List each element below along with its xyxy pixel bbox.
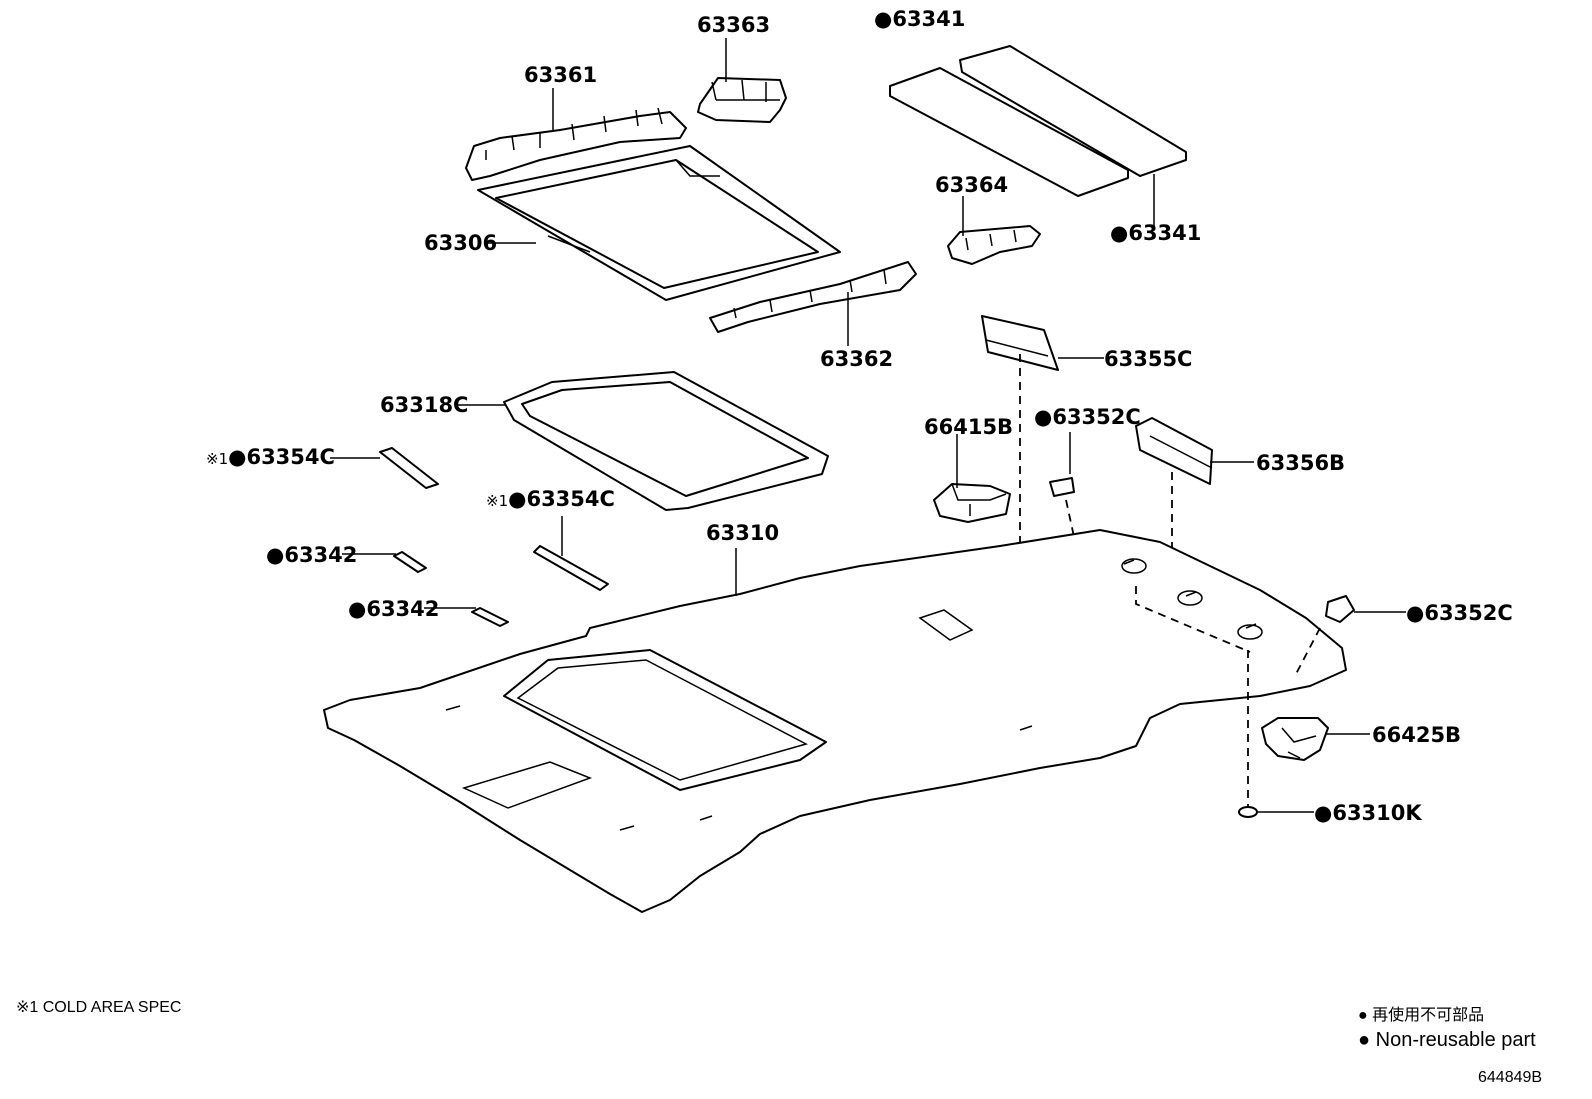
label-63341-top: ●63341 — [874, 7, 965, 31]
label-63310: 63310 — [706, 521, 779, 545]
part-63310-headliner-drawing — [323, 529, 1347, 913]
label-63364: 63364 — [935, 173, 1008, 197]
part-63354C-left-drawing — [379, 447, 439, 489]
cold-area-note: ※1 COLD AREA SPEC — [16, 999, 181, 1016]
label-63342-upper: ●63342 — [266, 543, 357, 567]
label-63363: 63363 — [697, 13, 770, 37]
label-63356B: 63356B — [1256, 451, 1345, 475]
label-63362: 63362 — [820, 347, 893, 371]
bullet-icon: ● — [1034, 405, 1052, 429]
part-66425B-drawing — [1261, 717, 1329, 761]
cold-area-mark: ※1 — [206, 450, 228, 468]
label-63352C-upper: ●63352C — [1034, 405, 1141, 429]
part-63361-drawing — [465, 107, 687, 181]
label-63354C-left: ※1●63354C — [206, 445, 335, 469]
part-63310K-drawing — [1238, 806, 1258, 818]
cold-area-mark: ※1 — [486, 492, 508, 510]
part-63352C-right-drawing — [1325, 595, 1355, 623]
part-63364-drawing — [947, 225, 1041, 265]
label-63306: 63306 — [424, 231, 497, 255]
part-63342-lower-drawing — [471, 607, 509, 627]
bullet-icon: ● — [874, 7, 892, 31]
part-63318C-drawing — [503, 371, 829, 511]
label-63352C-right: ●63352C — [1406, 601, 1513, 625]
part-63355C-drawing — [981, 315, 1059, 371]
part-63306-drawing — [477, 145, 841, 301]
label-63354C-mid: ※1●63354C — [486, 487, 615, 511]
legend-non-reusable-ja: ● 再使用不可部品 — [1358, 1006, 1484, 1024]
bullet-icon: ● — [266, 543, 284, 567]
part-63362-drawing — [709, 261, 917, 333]
label-63361: 63361 — [524, 63, 597, 87]
part-63363-drawing — [697, 77, 787, 123]
diagram-id: 644849B — [1478, 1069, 1542, 1086]
bullet-icon: ● — [348, 597, 366, 621]
label-63318C: 63318C — [380, 393, 468, 417]
legend-non-reusable-en: ● Non-reusable part — [1358, 1029, 1536, 1051]
bullet-icon: ● — [508, 487, 526, 511]
label-66415B: 66415B — [924, 415, 1013, 439]
label-63355C: 63355C — [1104, 347, 1192, 371]
part-66415B-drawing — [933, 483, 1011, 523]
label-63342-lower: ●63342 — [348, 597, 439, 621]
label-63341-bottom: ●63341 — [1110, 221, 1201, 245]
part-63356B-drawing — [1135, 417, 1213, 485]
part-63342-upper-drawing — [393, 551, 427, 573]
label-63310K: ●63310K — [1314, 801, 1422, 825]
part-63352C-upper-drawing — [1049, 477, 1075, 497]
part-63341-pads-drawing — [889, 45, 1187, 197]
bullet-icon: ● — [1314, 801, 1332, 825]
bullet-icon: ● — [228, 445, 246, 469]
label-66425B: 66425B — [1372, 723, 1461, 747]
bullet-icon: ● — [1406, 601, 1424, 625]
part-63354C-mid-drawing — [533, 545, 609, 591]
bullet-icon: ● — [1110, 221, 1128, 245]
